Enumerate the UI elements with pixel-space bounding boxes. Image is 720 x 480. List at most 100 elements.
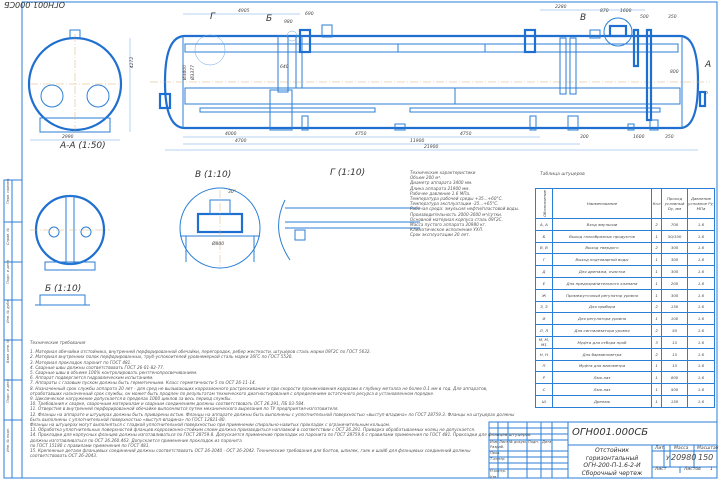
table-cell: Люк-лаз bbox=[551, 371, 653, 385]
technical-requirements: Технические требования 1. Материал обеча… bbox=[30, 340, 531, 458]
title-role-label: Утв. bbox=[490, 475, 498, 479]
name-line-2: ОГН-200-П-1.6-2-И bbox=[583, 462, 641, 469]
lit-label: Лит. bbox=[655, 446, 666, 451]
table-cell: 1.6 bbox=[687, 218, 715, 231]
table-header-cell: Кол bbox=[651, 188, 663, 219]
table-cell: 150 bbox=[661, 394, 689, 408]
note-line: 13. Обработка уплотнительных поверхносте… bbox=[30, 427, 476, 433]
lit-value: У bbox=[666, 455, 670, 462]
view-label-v: В (1:10) bbox=[195, 170, 232, 180]
table-cell: 15 bbox=[661, 335, 689, 349]
table-cell: Вход эмульсии bbox=[551, 218, 653, 231]
dim-350-b: 350 bbox=[665, 135, 674, 140]
note-line: 3. Материал прокладок паронит по ГОСТ 48… bbox=[30, 359, 132, 365]
note-line: Фланцы на штуцерах могут выполняться с г… bbox=[30, 422, 391, 428]
table-cell: 2 bbox=[651, 300, 663, 314]
mass-value: 20980 bbox=[671, 453, 697, 462]
table-cell: 1.6 bbox=[687, 241, 715, 255]
table-cell: 1.6 bbox=[687, 394, 715, 408]
view-label-b: Б (1:10) bbox=[45, 284, 82, 294]
table-cell: 2 bbox=[651, 241, 663, 255]
note-line: 12. Фланцы на аппарате и штуцерах должны… bbox=[30, 411, 515, 417]
table-header-cell: Проход условный Dy, мм bbox=[661, 188, 689, 219]
table-cell: 3 bbox=[651, 335, 663, 349]
table-cell: Дренаж bbox=[551, 394, 653, 408]
table-cell: 500 bbox=[661, 383, 689, 396]
table-cell: Л, Л bbox=[535, 324, 553, 337]
left-strip-label: Инв. № дубл. bbox=[6, 299, 10, 323]
table-cell: Н, Н bbox=[535, 347, 553, 361]
left-strip-dividers bbox=[4, 180, 22, 478]
table-cell: Е bbox=[535, 276, 553, 290]
callout-g: Г bbox=[210, 12, 216, 22]
table-cell: 1.6 bbox=[687, 312, 715, 326]
title-role-label: Т.контр. bbox=[490, 457, 506, 461]
dim-diameter: Ø3400 bbox=[183, 65, 188, 80]
left-strip-label: Инв. № подл. bbox=[6, 427, 10, 452]
table-cell: 100 bbox=[661, 312, 689, 326]
table-cell: В, В bbox=[535, 241, 553, 255]
table-cell: 1 bbox=[651, 288, 663, 302]
dim-4700: 4700 bbox=[235, 139, 247, 144]
note-line: 7. Аппараты с газовым пуском должны быть… bbox=[30, 380, 257, 386]
table-cell: 1 bbox=[651, 229, 663, 243]
dim-980: 980 bbox=[284, 20, 293, 25]
scale-value: 150 bbox=[698, 453, 714, 462]
table-cell: Р bbox=[535, 371, 553, 385]
table-cell: 300 bbox=[661, 241, 689, 255]
table-cell: 2 bbox=[651, 218, 663, 231]
title-block-grid bbox=[488, 421, 718, 479]
table-cell: 1 bbox=[651, 276, 663, 290]
mirrored-code-stamp: ОГН001.000СБ bbox=[4, 0, 65, 9]
table-cell: 300 bbox=[661, 288, 689, 302]
note-line: быть выполнены с уплотнительной поверхно… bbox=[30, 416, 226, 422]
table-cell: 1 bbox=[651, 359, 663, 373]
table-cell: Д bbox=[535, 265, 553, 278]
table-cell: 1 bbox=[651, 383, 663, 396]
table-cell: 1 bbox=[651, 312, 663, 326]
table-cell: 15 bbox=[661, 347, 689, 361]
table-cell: 1.6 bbox=[687, 300, 715, 314]
table-cell: 1.6 bbox=[687, 265, 715, 278]
note-line: 1. Материал обечайки отстойника, внутрен… bbox=[30, 349, 371, 355]
sheets-value: 1 bbox=[710, 467, 713, 472]
table-cell: 300 bbox=[661, 253, 689, 267]
name-line-3: Сборочный чертеж bbox=[581, 469, 643, 477]
name-line-1: Отстойник горизонтальный bbox=[585, 447, 639, 462]
table-cell: 1 bbox=[651, 265, 663, 278]
tech-characteristics: Технические характеристики Объем 200 м³.… bbox=[410, 170, 519, 238]
note-line: по ГОСТ 15180 с правилами применения по … bbox=[30, 442, 150, 448]
table-cell: 1 bbox=[651, 253, 663, 267]
table-cell: Выход подтоварной воды bbox=[551, 253, 653, 267]
title-role-label: Н.контр. bbox=[490, 469, 507, 473]
drawing-name: Отстойник горизонтальный ОГН-200-П-1.6-2… bbox=[572, 447, 652, 477]
dim-diameter-inner: Ø3377 bbox=[191, 65, 196, 80]
dim-1600: 1600 bbox=[620, 9, 632, 14]
table-cell: 300 bbox=[661, 265, 689, 278]
dim-500: 500 bbox=[640, 15, 649, 20]
tech-line: Температура рабочей среды +35...+60°С. bbox=[410, 196, 503, 202]
table-cell: 1.6 bbox=[687, 335, 715, 349]
note-line: отработавших назначенный срок службы, он… bbox=[30, 390, 435, 396]
table-cell: 800 bbox=[661, 371, 689, 385]
dim-total-length: 21900 bbox=[424, 145, 439, 150]
left-strip-label: Перв. примен. bbox=[6, 177, 10, 204]
note-line: 9. Циклическое нагружение допускается в … bbox=[30, 396, 232, 402]
table-cell: 2 bbox=[651, 324, 663, 337]
tech-line: Срок эксплуатации 20 лет. bbox=[410, 232, 470, 238]
note-line: 6. Аппарат подвергается гидравлическим и… bbox=[30, 375, 154, 381]
dim-height-side: 4272 bbox=[130, 56, 136, 69]
dim-870: 870 bbox=[600, 9, 609, 14]
table-cell: Для регулятора уровня bbox=[551, 312, 653, 326]
dim-350: 350 bbox=[668, 15, 677, 20]
callout-v: В bbox=[580, 13, 587, 23]
